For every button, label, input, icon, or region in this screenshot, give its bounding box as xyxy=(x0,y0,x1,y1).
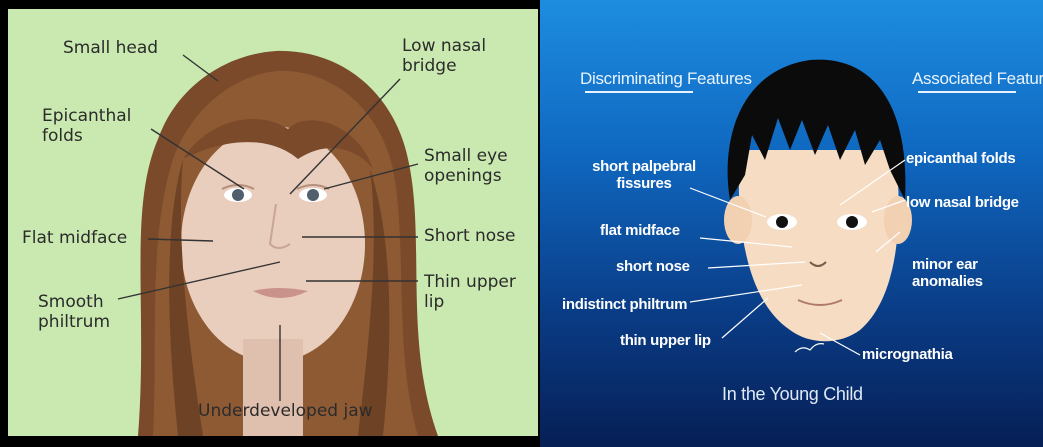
right-panel: Discriminating Features Associated Featu… xyxy=(540,0,1043,447)
label-smooth-philtrum: Smooth philtrum xyxy=(38,293,128,332)
label-short-nose: short nose xyxy=(616,258,690,275)
label-micrognathia: micrognathia xyxy=(862,346,953,363)
caption-young-child: In the Young Child xyxy=(722,384,863,405)
label-flat-midface: flat midface xyxy=(600,222,680,239)
label-thin-upper-lip: Thin upper lip xyxy=(424,273,524,312)
left-panel: Small head Low nasal bridge Epicanthal f… xyxy=(0,0,540,447)
header-discriminating-features: Discriminating Features xyxy=(580,70,698,93)
left-diagram: Small head Low nasal bridge Epicanthal f… xyxy=(8,9,538,436)
label-small-eye-openings: Small eye openings xyxy=(424,147,534,186)
label-low-nasal-bridge: Low nasal bridge xyxy=(402,37,512,76)
header-associated-features: Associated Features xyxy=(912,70,1022,93)
label-short-nose: Short nose xyxy=(424,227,516,247)
label-epicanthal-folds: Epicanthal folds xyxy=(42,107,152,146)
label-minor-ear-anomalies: minor ear anomalies xyxy=(912,256,992,291)
label-indistinct-philtrum: indistinct philtrum xyxy=(562,296,687,313)
label-flat-midface: Flat midface xyxy=(22,229,127,249)
label-thin-upper-lip: thin upper lip xyxy=(620,332,711,349)
label-small-head: Small head xyxy=(63,39,158,59)
label-epicanthal-folds: epicanthal folds xyxy=(906,150,1015,167)
label-short-palpebral-fissures: short palpebral fissures xyxy=(584,158,704,193)
label-low-nasal-bridge: low nasal bridge xyxy=(906,194,1019,211)
label-underdeveloped-jaw: Underdeveloped jaw xyxy=(198,402,373,422)
